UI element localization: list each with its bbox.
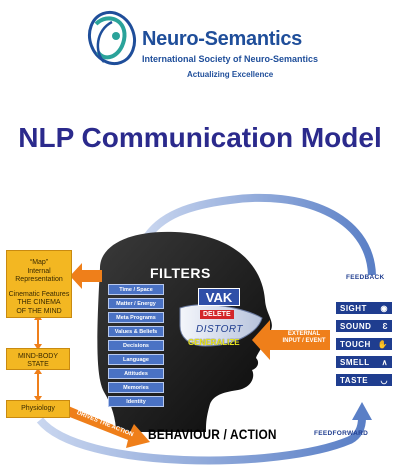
eye-icon: ◉ [380, 304, 388, 313]
sense-touch: TOUCH ✋ [335, 337, 393, 351]
brand-name: Neuro-Semantics [142, 28, 302, 50]
filter-item: Time / Space [108, 284, 164, 295]
physiology-box: Physiology [6, 400, 70, 418]
arrow-to-map [70, 263, 102, 289]
physiology-label: Physiology [21, 405, 55, 412]
external-line: INPUT / EVENT [282, 338, 326, 344]
filter-item: Matter / Energy [108, 298, 164, 309]
sense-taste: TASTE ◡ [335, 373, 393, 387]
filters-label: FILTERS [150, 265, 211, 281]
external-line: EXTERNAL [287, 331, 321, 337]
external-input-label: EXTERNAL INPUT / EVENT [278, 331, 330, 345]
generalize-label: GENERALIZE [188, 338, 240, 347]
sense-label: TASTE [340, 376, 369, 385]
mind-body-line: STATE [27, 361, 49, 368]
map-box-line: Cinematic Features [8, 290, 70, 298]
feedforward-arc [36, 417, 366, 465]
feedback-arc [141, 193, 376, 276]
sense-label: SIGHT [340, 304, 367, 313]
external-input-arrow [252, 320, 330, 360]
nose-icon: ∧ [381, 358, 388, 367]
hand-icon: ✋ [377, 340, 388, 349]
feedback-label: FEEDBACK [346, 274, 385, 281]
filter-item: Language [108, 354, 164, 365]
mind-body-box: MIND-BODY STATE [6, 348, 70, 370]
map-box-line: OF THE MIND [16, 307, 62, 315]
ear-icon: Ɛ [382, 322, 388, 331]
map-box: “Map” Internal Representation Cinematic … [6, 250, 72, 318]
brand-subtitle: International Society of Neuro-Semantics [142, 54, 319, 64]
filter-item: Identity [108, 396, 164, 407]
sense-sight: SIGHT ◉ [335, 301, 393, 315]
brand-tagline: Actualizing Excellence [187, 70, 274, 79]
delete-badge: DELETE [200, 310, 234, 319]
sense-label: SMELL [340, 358, 370, 367]
filter-item: Memories [108, 382, 164, 393]
map-box-line: THE CINEMA [17, 299, 61, 306]
filter-item: Meta Programs [108, 312, 164, 323]
sense-label: TOUCH [340, 340, 371, 349]
vak-badge: VAK [198, 288, 240, 306]
feedforward-label: FEEDFORWARD [314, 430, 369, 437]
behaviour-action-label: BEHAVIOUR / ACTION [148, 426, 277, 442]
mouth-icon: ◡ [380, 376, 388, 385]
map-box-line: Internal Representation [15, 267, 63, 284]
sense-smell: SMELL ∧ [335, 355, 393, 369]
sense-label: SOUND [340, 322, 372, 331]
page-title: NLP Communication Model [18, 122, 382, 153]
drives-action-arrow [62, 405, 150, 448]
logo-swirl-icon [87, 10, 137, 66]
map-box-line: “Map” [29, 259, 49, 266]
feedforward-arrowhead [352, 402, 372, 420]
distort-label: DISTORT [196, 324, 244, 335]
filter-item: Values & Beliefs [108, 326, 164, 337]
mind-body-line: MIND-BODY [17, 353, 59, 360]
filter-item: Decisions [108, 340, 164, 351]
filter-item: Attitudes [108, 368, 164, 379]
sense-sound: SOUND Ɛ [335, 319, 393, 333]
